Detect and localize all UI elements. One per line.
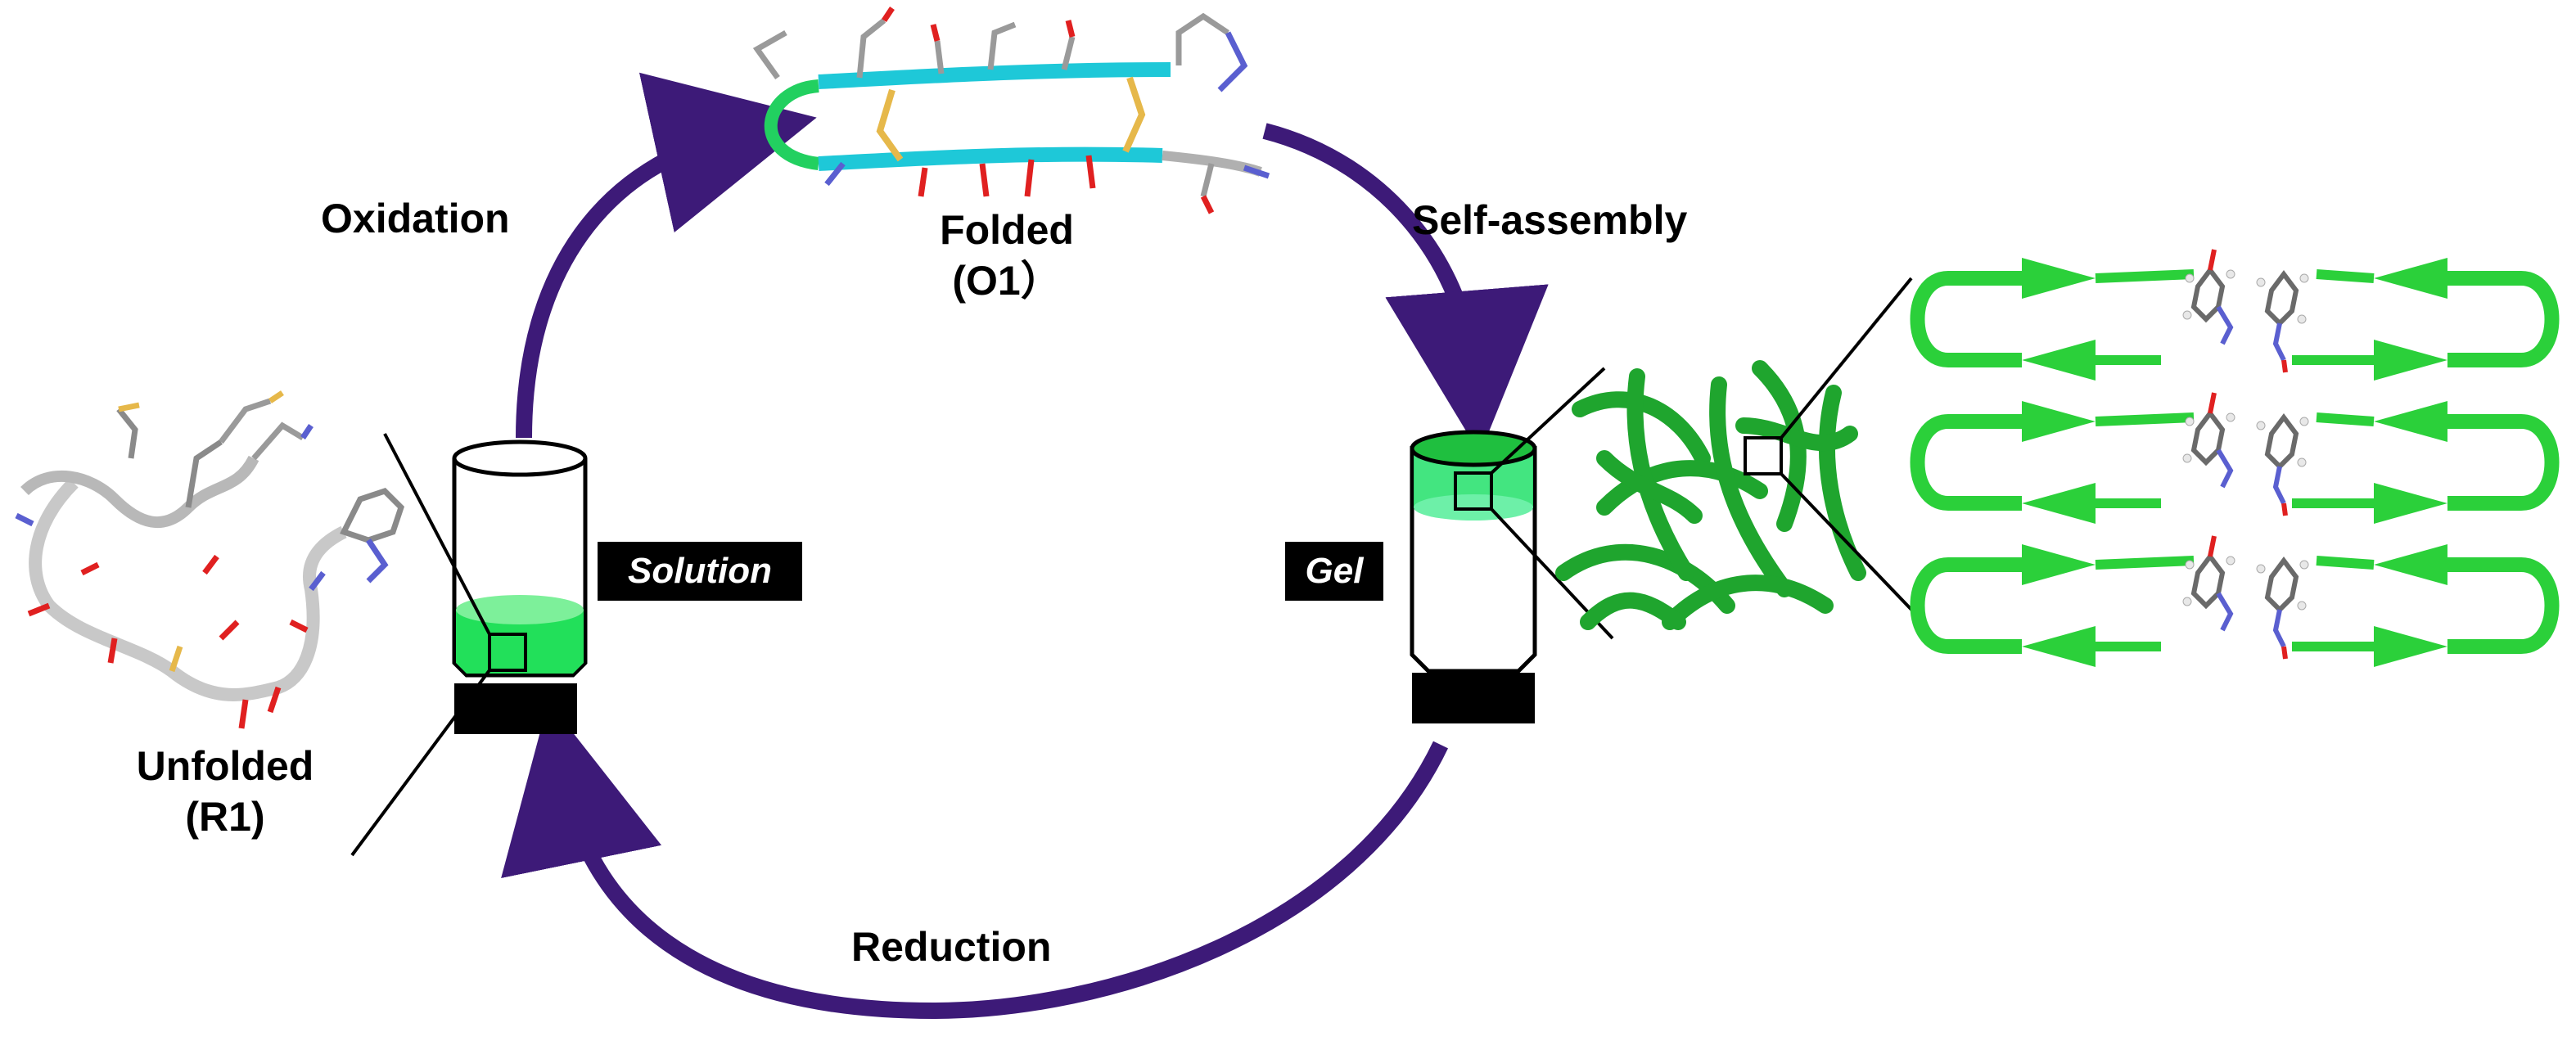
hairpin-right-1 [2292,258,2560,381]
hairpin-left-1 [1910,258,2195,381]
fiber-zoom-line-upper [1780,277,1913,439]
gel-zoom-line-upper [1490,367,1606,475]
hairpin-right-2 [2292,401,2560,524]
gel-tag: Gel [1285,542,1383,601]
unfolded-backbone-top [20,455,259,528]
self-assembly-label: Self-assembly [1412,197,1688,243]
oxidation-arrow [516,72,817,439]
solution-zoom-line-upper [383,433,491,635]
gel-zoom-box [1454,471,1493,511]
fiber-zoom-line-lower [1780,472,1917,615]
folded-side-chains [752,7,1270,214]
gel-vial-top [1410,430,1537,467]
solution-tag: Solution [598,542,802,601]
folded-strand-bottom [818,146,1163,171]
hairpin-right-3 [2292,544,2560,667]
disulfide-bond-1 [876,88,904,162]
reduction-label: Reduction [851,924,1052,970]
oxidation-label: Oxidation [321,196,510,241]
aromatic-pair-1 [2182,249,2309,373]
solution-liquid-surface [456,595,584,624]
folded-strand-top [818,62,1171,89]
unfolded-label-line1: Unfolded [136,743,314,789]
solution-vial [452,439,588,734]
gel-vial-cap [1412,673,1535,723]
solution-zoom-line-lower [350,669,491,857]
aromatic-pair-2 [2182,392,2309,516]
cycle-arrows [501,72,1549,1020]
unfolded-label-line2: (R1) [185,794,265,840]
unfolded-label: Unfolded (R1) [115,741,336,842]
aromatic-pair-3 [2182,535,2309,660]
folded-loop [764,79,820,170]
folded-label-line1: Folded [940,207,1074,253]
reduction-arrow [501,701,1449,1020]
unfolded-side-chains [15,390,405,729]
unfolded-peptide-structure [15,390,405,729]
folded-label-line2: (O1） [952,258,1062,304]
folded-label: Folded (O1） [868,205,1146,306]
folded-peptide-structure [752,7,1270,214]
hairpin-left-3 [1910,544,2195,667]
disulfide-bond-2 [1122,76,1146,153]
hairpin-assembly [1910,249,2560,667]
unfolded-backbone [29,478,347,701]
solution-vial-opening [452,439,588,477]
hairpin-left-2 [1910,401,2195,524]
fiber-network [1555,360,1866,630]
self-assembly-arrow [1262,123,1549,454]
gel-vial [1410,430,1537,723]
solution-zoom-box [488,633,527,672]
fiber-zoom-box [1744,436,1783,475]
